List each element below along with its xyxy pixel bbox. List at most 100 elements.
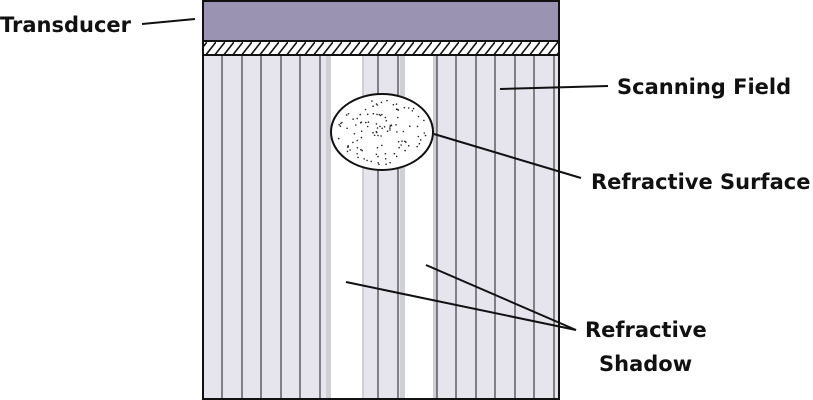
- speckle-dot: [407, 144, 410, 147]
- speckle-dot: [380, 135, 382, 137]
- speckle-dot: [385, 163, 387, 166]
- speckle-dot: [357, 156, 359, 159]
- speckle-dot: [377, 134, 379, 137]
- refractive-shadow-label-line1: Refractive: [585, 318, 707, 342]
- speckle-dot: [356, 117, 359, 120]
- speckle-dot: [395, 108, 398, 110]
- speckle-dot: [384, 158, 387, 160]
- speckle-dot: [340, 122, 342, 125]
- speckle-dot: [375, 123, 378, 125]
- speckle-dot: [402, 130, 405, 133]
- speckle-dot: [364, 108, 367, 111]
- speckle-dot: [375, 103, 378, 105]
- speckle-dot: [395, 124, 397, 126]
- speckle-dot: [376, 147, 379, 149]
- speckle-dot: [404, 149, 406, 152]
- speckle-dot: [360, 148, 362, 151]
- refractive-shadow-leader-right: [425, 264, 577, 331]
- speckle-dot: [400, 144, 402, 146]
- speckle-dot: [372, 131, 374, 134]
- speckle-dot: [366, 125, 369, 128]
- speckle-dot: [417, 115, 420, 118]
- speckle-dot: [378, 163, 380, 166]
- speckle-dot: [356, 153, 358, 155]
- speckle-dot: [337, 137, 340, 140]
- scanning-field-leader: [499, 85, 609, 90]
- speckle-dot: [396, 131, 398, 133]
- scan-lines: [221, 55, 555, 399]
- speckle-dot: [372, 105, 374, 107]
- speckle-dot: [392, 103, 395, 106]
- speckle-dot: [403, 106, 406, 109]
- speckle-dot: [366, 159, 368, 162]
- speckle-dot: [347, 145, 349, 147]
- transducer-leader: [141, 18, 196, 25]
- speckle-dot: [381, 113, 383, 116]
- speckle-dot: [398, 146, 400, 149]
- speckle-dot: [385, 120, 388, 122]
- speckle-dot: [347, 113, 350, 115]
- speckle-dot: [401, 140, 403, 142]
- speckle-dot: [384, 116, 387, 119]
- speckle-dot: [365, 121, 367, 124]
- speckle-dot: [360, 130, 363, 132]
- speckle-dot: [346, 150, 349, 153]
- speckle-dot: [359, 113, 362, 116]
- speckle-dot: [346, 127, 348, 130]
- speckle-dot: [404, 140, 406, 143]
- speckle-dot: [353, 133, 356, 135]
- speckle-dot: [423, 132, 426, 134]
- speckle-dot: [416, 125, 419, 128]
- speckle-dot: [363, 158, 365, 160]
- speckle-dot: [373, 134, 376, 137]
- speckle-dot: [395, 155, 398, 158]
- refractive-shadow-leader-left: [345, 281, 577, 331]
- refractive-shadow-label-line2: Shadow: [599, 352, 692, 376]
- speckle-dot: [355, 124, 357, 126]
- speckle-dot: [377, 162, 380, 164]
- speckle-dot: [376, 113, 378, 116]
- speckle-dot: [386, 130, 389, 132]
- speckle-dot: [407, 107, 410, 109]
- scanning-field-label: Scanning Field: [617, 75, 791, 99]
- speckle-dot: [356, 139, 359, 142]
- speckle-dot: [379, 114, 382, 117]
- speckle-dot: [424, 134, 427, 137]
- speckle-dot: [375, 130, 378, 133]
- speckle-dot: [338, 123, 341, 126]
- speckle-dot: [419, 139, 422, 141]
- speckle-dot: [389, 127, 391, 129]
- speckle-dot: [395, 103, 398, 105]
- speckle-dot: [417, 135, 420, 138]
- speckle-dot: [389, 161, 391, 164]
- speckle-dot: [393, 152, 396, 155]
- scanning-field-outline: [202, 54, 560, 400]
- speckle-dot: [418, 142, 421, 145]
- speckle-dot: [412, 107, 415, 110]
- refractive-surface-leader: [433, 133, 582, 179]
- speckle-dot: [397, 140, 400, 143]
- speckle-dot: [370, 160, 373, 163]
- speckle-dot: [367, 121, 370, 123]
- speckle-dot: [361, 149, 364, 152]
- speckle-dot: [339, 125, 342, 127]
- speckle-dot: [389, 129, 391, 131]
- speckle-dot: [378, 113, 381, 116]
- speckle-dot: [360, 121, 363, 124]
- speckle-dot: [376, 127, 379, 129]
- speckle-dot: [345, 114, 348, 116]
- speckle-dot: [352, 118, 354, 120]
- transducer-block: [202, 0, 560, 42]
- speckle-dot: [379, 125, 381, 128]
- speckle-dot: [383, 126, 386, 128]
- speckle-dot: [397, 109, 400, 111]
- speckle-dot: [411, 110, 414, 112]
- speckle-dot: [366, 113, 369, 116]
- speckle-dot: [371, 100, 373, 102]
- speckle-dot: [341, 121, 343, 124]
- speckle-dot: [377, 155, 379, 158]
- speckle-dot: [386, 99, 388, 102]
- transducer-label: Transducer: [0, 13, 132, 37]
- speckle-dot: [416, 145, 419, 148]
